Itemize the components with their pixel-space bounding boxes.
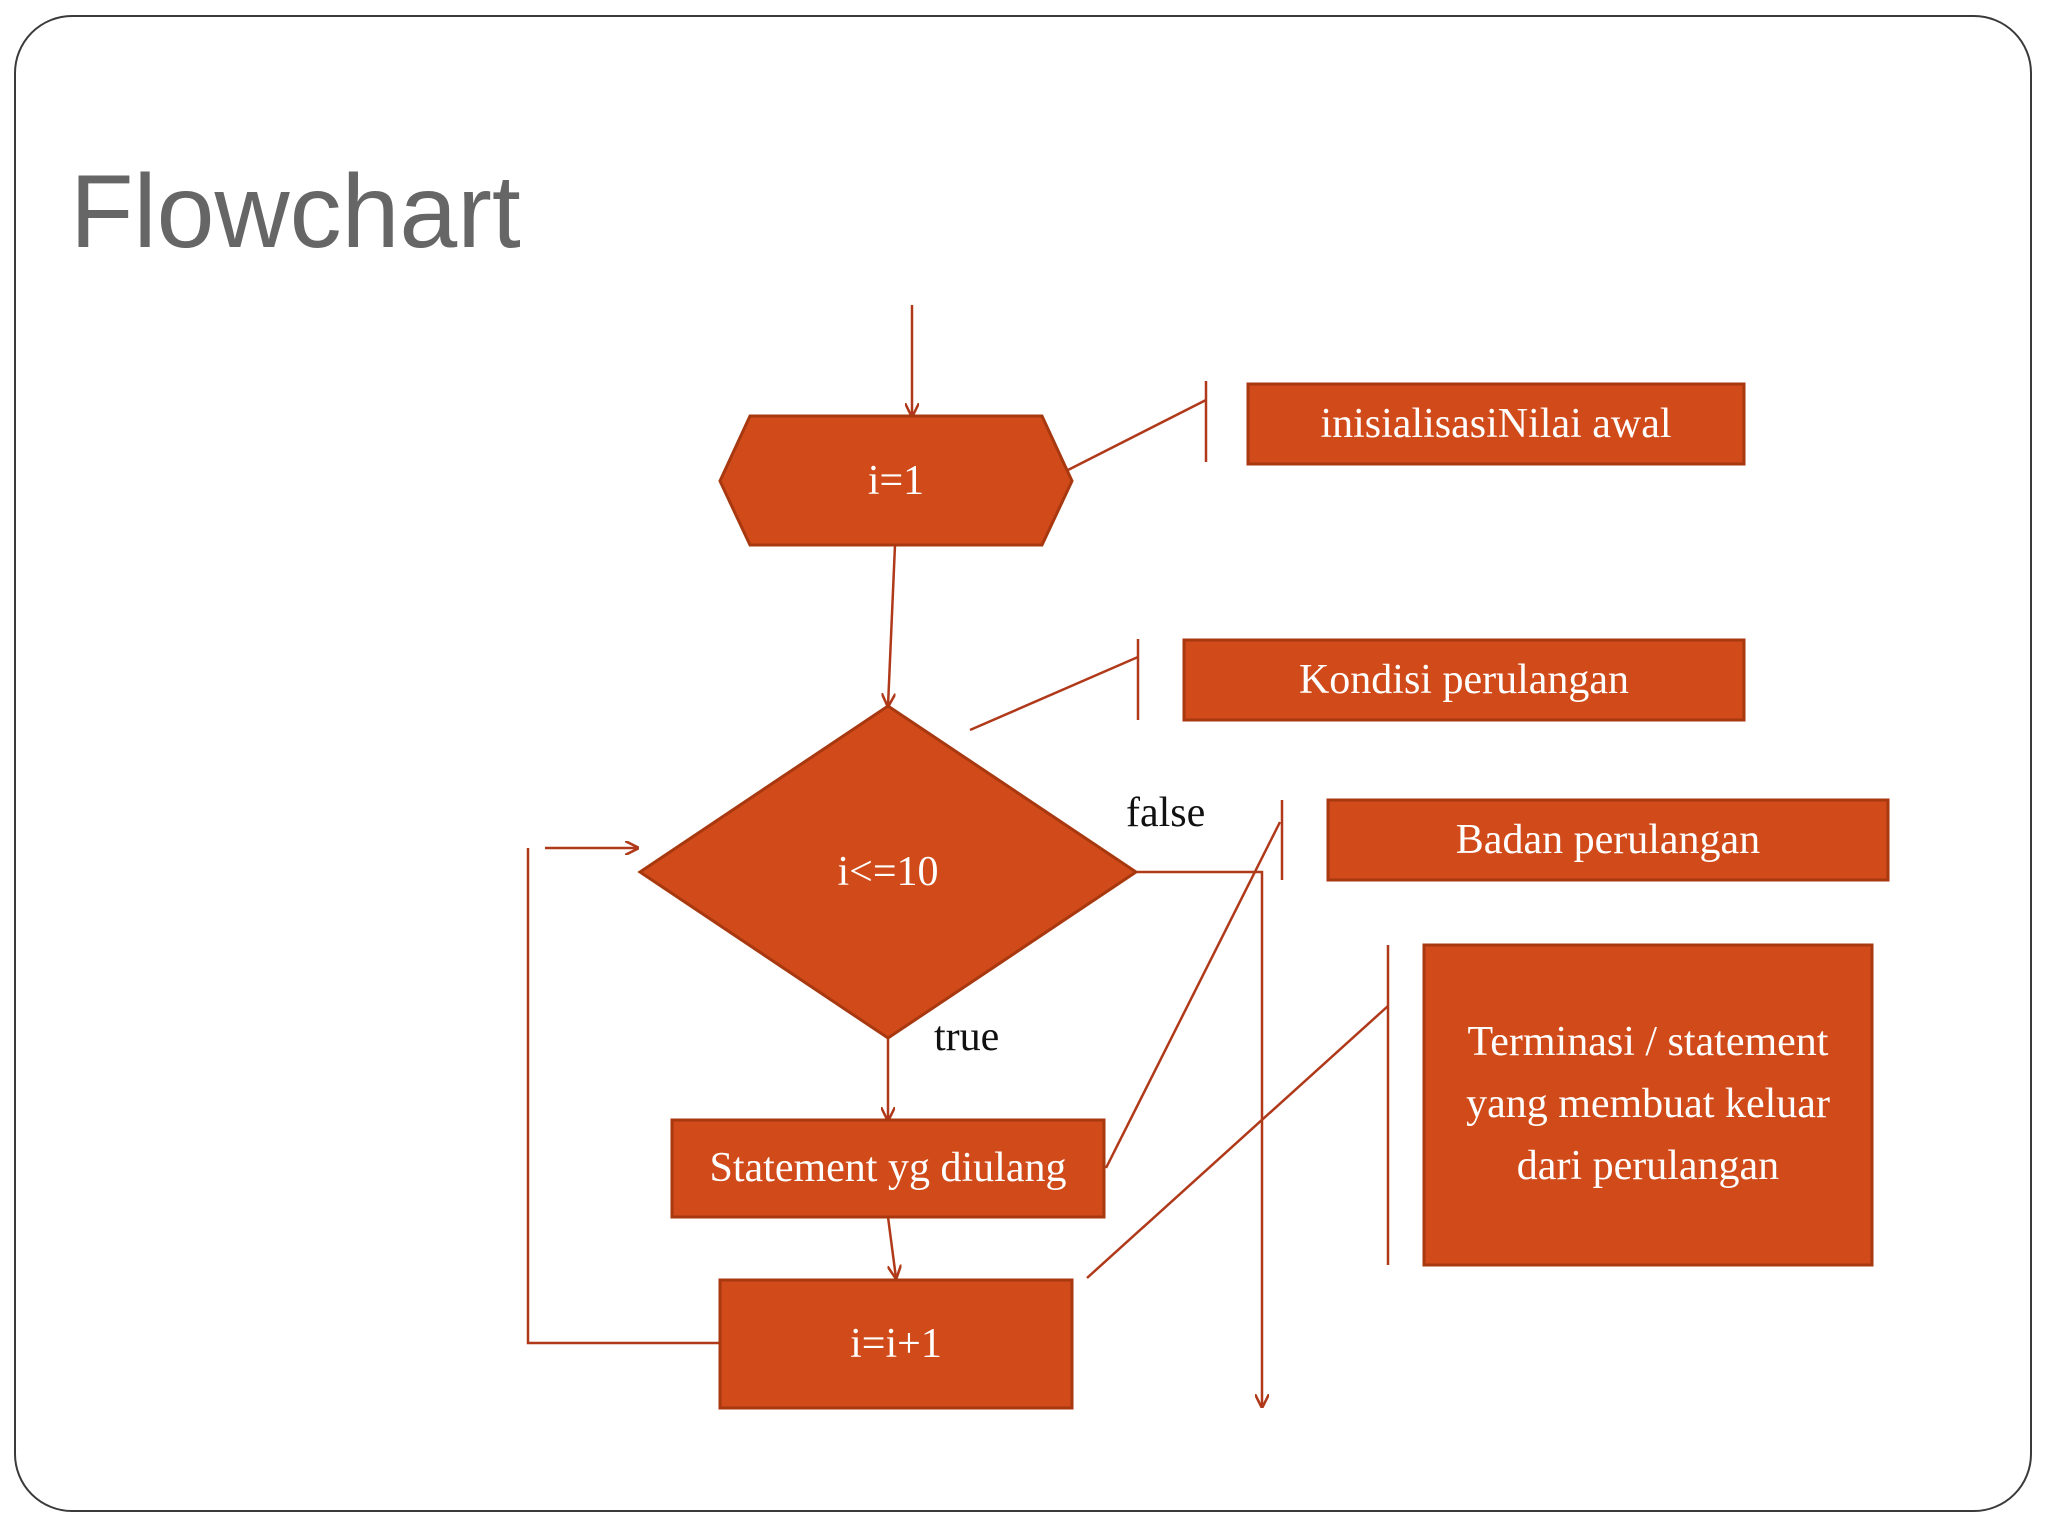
init-to-condition-arrow <box>888 544 897 706</box>
annotation-condition: Kondisi perulangan <box>1182 638 1746 722</box>
annotation-termination-line-2: yang membuat keluar <box>1466 1081 1830 1127</box>
loop-back-line <box>526 848 720 1345</box>
init-node: i=1 <box>718 414 1074 547</box>
annotation-body: Badan perulangan <box>1326 798 1890 882</box>
condition-node-label: i<=10 <box>837 849 938 895</box>
slide-title: Flowchart <box>70 154 521 270</box>
condition-false-arrow <box>1136 870 1262 1407</box>
annotation-init: inisialisasiNilai awal <box>1246 382 1746 466</box>
increment-node: i=i+1 <box>718 1278 1074 1410</box>
body-node-label: Statement yg diulang <box>710 1145 1067 1191</box>
annotation-connector-termination <box>1086 1005 1389 1279</box>
body-node: Statement yg diulang <box>670 1118 1106 1219</box>
annotation-init-label: inisialisasiNilai awal <box>1320 401 1671 447</box>
annotation-termination-line-3: dari perulangan <box>1517 1143 1779 1189</box>
annotation-connector-condition <box>969 655 1139 732</box>
body-to-increment-arrow <box>886 1216 896 1278</box>
annotation-connector-init <box>1067 398 1207 472</box>
annotation-body-label: Badan perulangan <box>1456 817 1760 863</box>
annotation-termination-line-1: Terminasi / statement <box>1468 1019 1829 1065</box>
annotation-termination: Terminasi / statement yang membuat kelua… <box>1422 943 1874 1267</box>
false-edge-label: false <box>1126 790 1205 836</box>
init-node-label: i=1 <box>868 458 924 504</box>
annotation-condition-label: Kondisi perulangan <box>1299 657 1629 703</box>
true-edge-label: true <box>934 1014 999 1060</box>
increment-node-label: i=i+1 <box>850 1321 942 1367</box>
annotation-connector-body <box>1104 821 1282 1169</box>
condition-node: i<=10 <box>637 704 1139 1040</box>
